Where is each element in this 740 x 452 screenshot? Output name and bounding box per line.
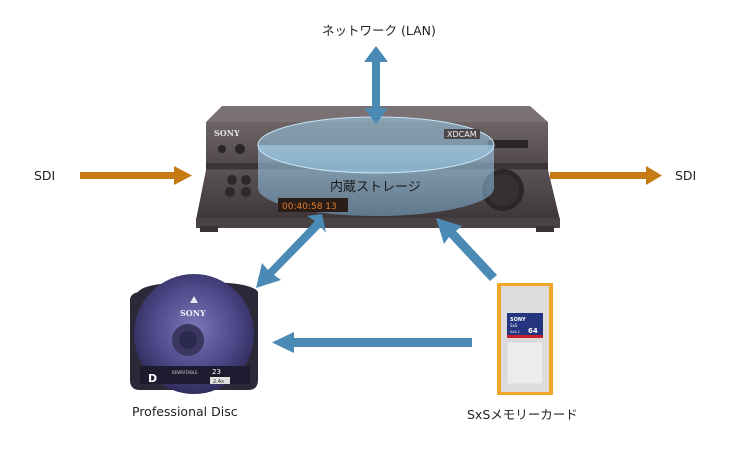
- sxs-memory-card: SONY SxS SxS-1 64: [497, 283, 553, 395]
- device-model-badge: XDCAM: [447, 130, 477, 139]
- card-variant: SxS-1: [510, 330, 520, 334]
- card-to-disc-arrow: [272, 332, 472, 353]
- xdcam-logo-icon: D: [148, 372, 157, 385]
- disc-speed: 2.4x: [213, 379, 224, 385]
- sxs-memory-card-label: SxSメモリーカード: [467, 407, 578, 422]
- professional-disc-label: Professional Disc: [132, 404, 238, 419]
- disc-capacity: 23: [212, 368, 221, 376]
- professional-disc-cartridge: SONY D REWRITABLE 23 2.4x: [130, 274, 258, 394]
- card-to-deck-arrow: [436, 218, 497, 281]
- network-lan-label: ネットワーク (LAN): [322, 23, 436, 38]
- device-timecode: 00:40:58 13: [282, 202, 337, 212]
- card-brand: SONY: [510, 317, 526, 323]
- internal-storage-label: 内蔵ストレージ: [330, 180, 421, 195]
- sdi-output-label: SDI: [675, 168, 697, 183]
- device-overlay-labels: XDCAM 00:40:58 13: [278, 129, 480, 212]
- deck-disc-bidirectional-arrow: [256, 214, 326, 288]
- sdi-input-arrow: [80, 166, 192, 185]
- card-capacity: 64: [528, 327, 538, 335]
- card-type: SxS: [510, 323, 518, 328]
- sdi-output-arrow: [550, 166, 662, 185]
- network-bidirectional-arrow: [364, 46, 388, 124]
- disc-brand: SONY: [180, 308, 206, 318]
- device-brand: SONY: [214, 128, 240, 138]
- disc-rewritable: REWRITABLE: [172, 370, 198, 375]
- sdi-input-label: SDI: [34, 168, 56, 183]
